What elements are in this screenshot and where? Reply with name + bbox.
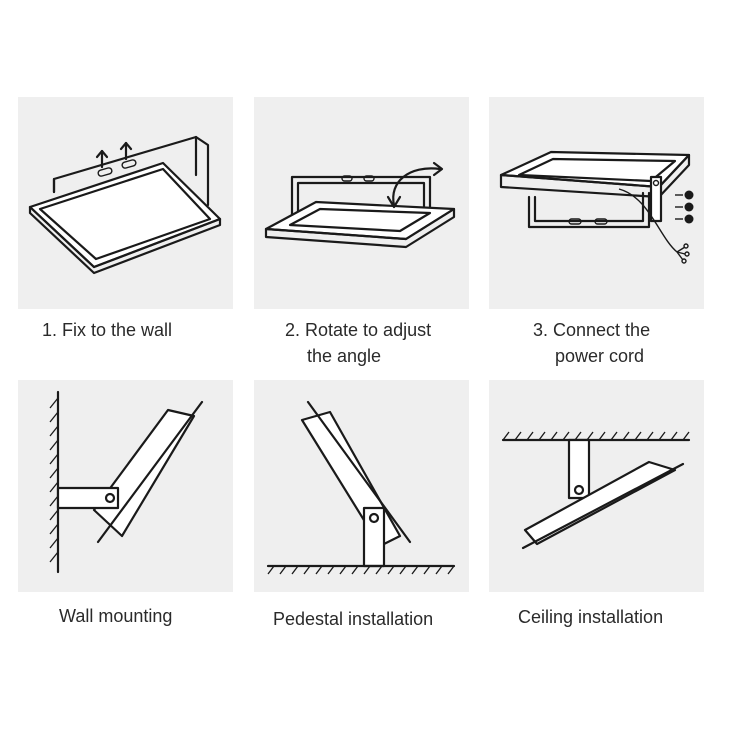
rotate-arrow-icon: [386, 161, 444, 209]
step2-caption: 2. Rotate to adjust the angle: [285, 317, 431, 369]
power-cord-icon: [618, 188, 690, 264]
wall-mounting-label: Wall mounting: [59, 606, 173, 626]
step2-label-line2: the angle: [307, 346, 382, 366]
pedestal-icon: [266, 400, 456, 575]
step1-label: 1. Fix to the wall: [42, 320, 173, 340]
step2-illustration: [254, 97, 469, 309]
ceiling-label: Ceiling installation: [518, 607, 664, 627]
up-arrow-icon: [119, 141, 133, 161]
ceiling-caption: Ceiling installation: [518, 604, 663, 630]
step3-caption: 3. Connect the power cord: [533, 317, 650, 369]
step2-label-line1: 2. Rotate to adjust: [285, 320, 432, 340]
step1-illustration: [18, 97, 233, 309]
wall-mounting-caption: Wall mounting: [59, 603, 172, 629]
step1-caption: 1. Fix to the wall: [42, 317, 172, 343]
up-arrow-icon: [95, 149, 109, 169]
ceiling-mount-icon: [501, 431, 691, 550]
step3-label-line1: 3. Connect the: [533, 320, 651, 340]
pedestal-label: Pedestal installation: [273, 609, 434, 629]
step3-label-line2: power cord: [555, 346, 645, 366]
ceiling-illustration: [489, 380, 704, 592]
step3-illustration: [489, 97, 704, 309]
pedestal-illustration: [254, 380, 469, 592]
wall-mounting-illustration: [18, 380, 233, 592]
wall-mount-icon: [49, 390, 204, 574]
pedestal-caption: Pedestal installation: [273, 606, 433, 632]
